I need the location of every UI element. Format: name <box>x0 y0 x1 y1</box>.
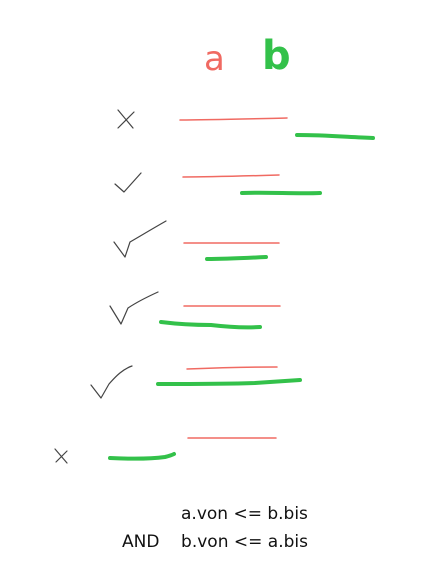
interval-a-line <box>182 174 280 178</box>
case-row-1 <box>117 109 375 140</box>
check-mark-icon <box>109 291 159 325</box>
case-row-2 <box>114 172 322 196</box>
interval-b-line <box>156 378 302 386</box>
interval-b-line <box>240 190 322 196</box>
interval-a-line <box>179 117 288 121</box>
interval-b-line <box>159 320 262 330</box>
interval-b-line <box>295 133 375 140</box>
interval-b-header: b <box>262 33 291 79</box>
interval-a-header: a <box>204 39 225 79</box>
case-row-6 <box>54 437 277 464</box>
case-row-4 <box>109 291 281 330</box>
check-mark-icon <box>90 365 133 399</box>
check-mark-icon <box>114 172 142 193</box>
interval-a-line <box>186 366 278 370</box>
interval-b-line <box>205 255 268 261</box>
overlap-condition-line-1: a.von <= b.bis <box>181 504 308 524</box>
case-row-3 <box>113 220 280 261</box>
interval-b-line <box>108 452 176 461</box>
x-mark-icon <box>54 448 68 464</box>
check-mark-icon <box>113 220 167 258</box>
overlap-condition-line-2: AND b.von <= a.bis <box>122 532 308 552</box>
x-mark-icon <box>117 109 135 129</box>
case-row-5 <box>90 365 302 399</box>
